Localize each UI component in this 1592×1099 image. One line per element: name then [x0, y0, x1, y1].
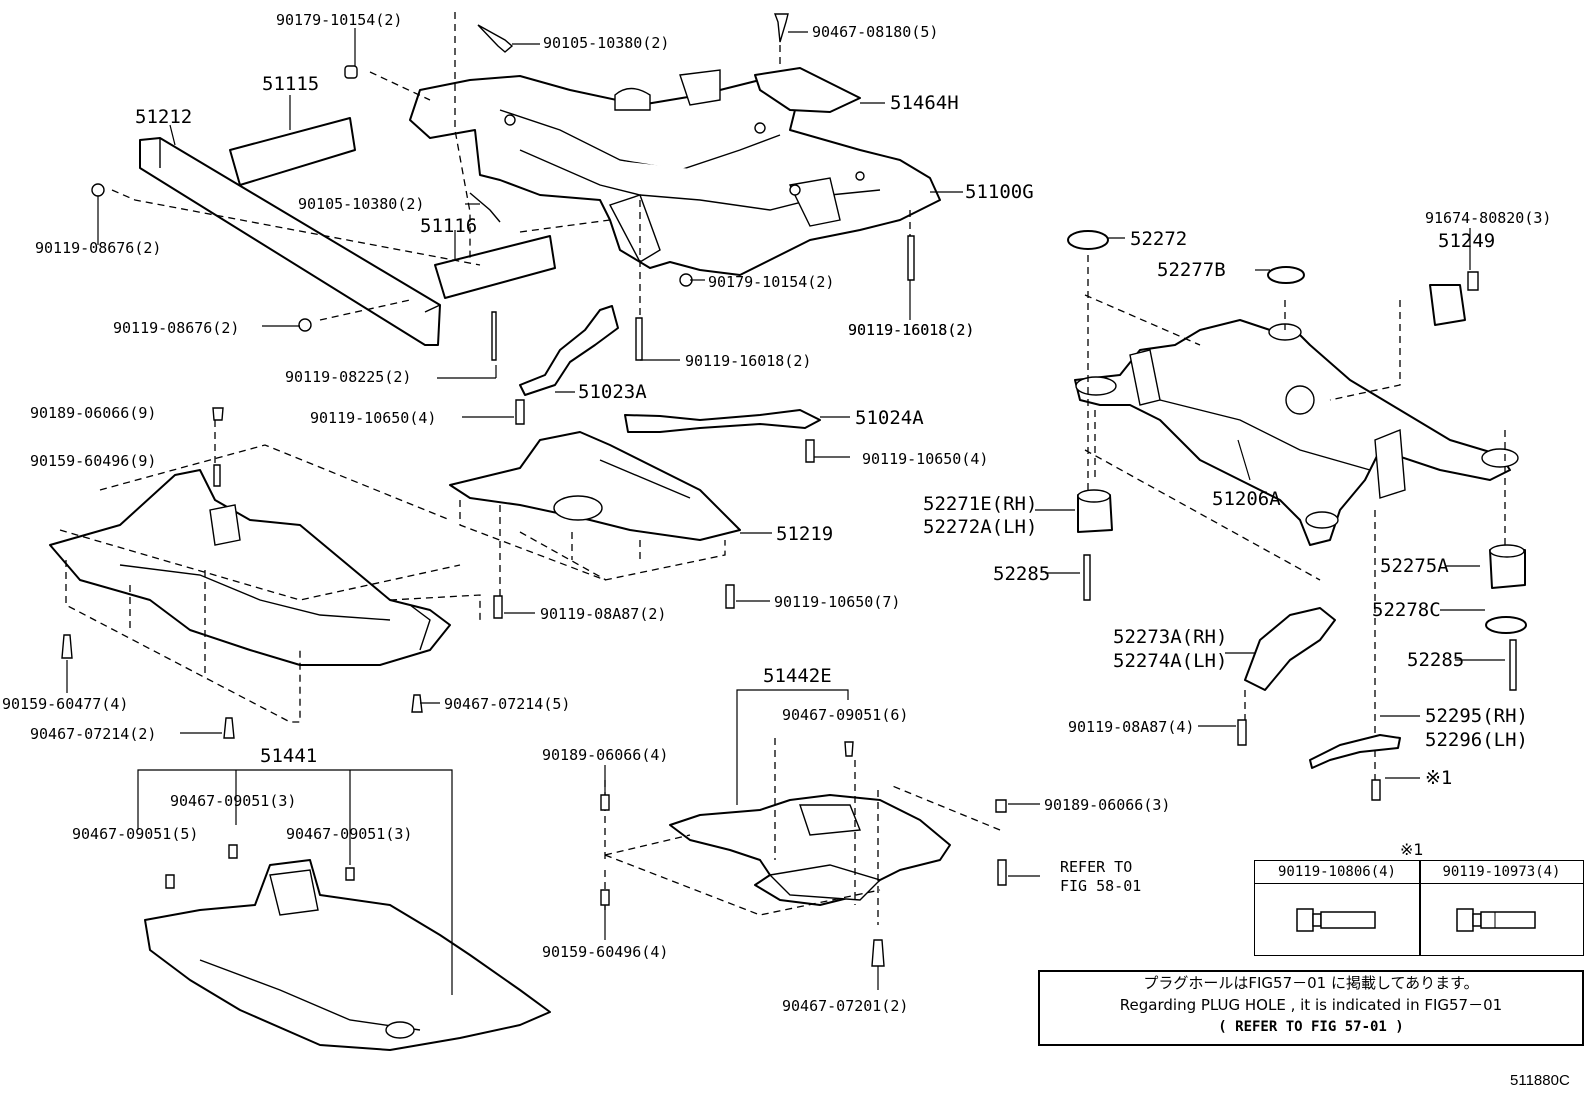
label-90179-10154-b: 90179-10154(2): [708, 273, 834, 291]
label-90159-60496-b: 90159-60496(4): [542, 943, 668, 961]
label-52278c: 52278C: [1372, 599, 1441, 621]
label-90467-09051-a: 90467-09051(3): [170, 792, 296, 810]
part-labels: 90179-10154(2) 90105-10380(2) 90467-0818…: [2, 11, 1551, 1015]
ref-table-divider: [1419, 861, 1421, 955]
arm-52273a: [1244, 607, 1336, 691]
middle-guides: [604, 738, 1001, 925]
brace-51219: [449, 431, 741, 541]
label-51116: 51116: [420, 215, 477, 237]
label-52295: 52295(RH): [1425, 705, 1528, 727]
label-fig-58-01: FIG 58-01: [1060, 877, 1141, 895]
label-52272a: 52272A(LH): [923, 516, 1037, 538]
leader-lines: [66, 28, 1505, 990]
label-x1: ※1: [1425, 767, 1452, 789]
label-91674-80820: 91674-80820(3): [1425, 209, 1551, 227]
label-90467-09051-b: 90467-09051(5): [72, 825, 198, 843]
bracket-51442e: [736, 689, 849, 805]
strap-51023a: [519, 305, 619, 396]
label-refer-to: REFER TO: [1060, 858, 1132, 876]
front-crossmember-51100g: [409, 69, 941, 276]
label-52285-b: 52285: [1407, 649, 1464, 671]
label-51100g: 51100G: [965, 181, 1034, 203]
bolt-10806-icon: [1296, 908, 1376, 932]
label-51115: 51115: [262, 73, 319, 95]
label-90467-09051-c: 90467-09051(3): [286, 825, 412, 843]
label-52273a: 52273A(RH): [1113, 626, 1227, 648]
under-cover-guides: [59, 420, 481, 723]
label-90119-16018-c: 90119-16018(2): [848, 321, 974, 339]
label-90119-08a87-a: 90119-08A87(2): [540, 605, 666, 623]
front-guides: [111, 12, 911, 321]
rear-crossmember-51206a: [1074, 319, 1519, 546]
label-90189-06066-b: 90189-06066(4): [542, 746, 668, 764]
label-52272: 52272: [1130, 228, 1187, 250]
label-51212: 51212: [135, 106, 192, 128]
ref-table-col2: 90119-10973(4): [1420, 861, 1583, 884]
bolt-icons-front: [91, 13, 915, 361]
bar-51212: [139, 137, 441, 346]
label-90119-08676-a: 90119-08676(2): [35, 239, 161, 257]
label-90179-10154-a: 90179-10154(2): [276, 11, 402, 29]
brace-guides: [459, 500, 726, 600]
member-51116: [434, 235, 556, 299]
bolt-10973-icon: [1456, 908, 1536, 932]
label-90119-10650-a: 90119-10650(4): [310, 409, 436, 427]
bracket-51464h: [754, 67, 861, 113]
note-line-2: Regarding PLUG HOLE , it is indicated in…: [1119, 996, 1503, 1014]
label-51441: 51441: [260, 745, 317, 767]
label-52275a: 52275A: [1380, 555, 1449, 577]
label-90467-07201: 90467-07201(2): [782, 997, 908, 1015]
rear-guides: [1084, 255, 1506, 790]
label-51024a: 51024A: [855, 407, 924, 429]
member-51115: [229, 117, 356, 186]
fastener-icons-upper: [61, 399, 815, 739]
rear-small-parts: [1067, 230, 1527, 801]
label-90467-07214-a: 90467-07214(5): [444, 695, 570, 713]
under-cover-51441: [144, 859, 551, 1051]
label-90119-16018-a: 90119-16018(2): [848, 321, 974, 339]
bracket-51441: [137, 769, 453, 995]
label-90189-06066-c: 90189-06066(3): [1044, 796, 1170, 814]
label-52277b: 52277B: [1157, 259, 1226, 281]
label-90119-08225: 90119-08225(2): [285, 368, 411, 386]
under-cover-51442e: [669, 794, 951, 906]
label-52296: 52296(LH): [1425, 729, 1528, 751]
ref-table-col1: 90119-10806(4): [1255, 861, 1420, 884]
figure-code: 511880C: [1510, 1072, 1570, 1089]
label-52271e: 52271E(RH): [923, 493, 1037, 515]
label-90467-08180: 90467-08180(5): [812, 23, 938, 41]
label-51249: 51249: [1438, 230, 1495, 252]
label-51442e: 51442E: [763, 665, 832, 687]
strap-52295: [1309, 734, 1401, 769]
label-51219: 51219: [776, 523, 833, 545]
label-90119-08676-b: 90119-08676(2): [113, 319, 239, 337]
label-51023a: 51023A: [578, 381, 647, 403]
strap-51024a: [624, 409, 821, 433]
bolt-reference-table: 90119-10806(4) 90119-10973(4): [1254, 860, 1584, 956]
label-90119-10650-b: 90119-10650(4): [862, 450, 988, 468]
note-line-1: プラグホールはFIG57－01 に掲載してあります。: [1143, 974, 1479, 992]
label-52274a: 52274A(LH): [1113, 650, 1227, 672]
under-cover-upper: [49, 469, 451, 666]
plug-hole-note: プラグホールはFIG57－01 に掲載してあります。 Regarding PLU…: [1038, 970, 1584, 1046]
label-90119-08a87-b: 90119-08A87(4): [1068, 718, 1194, 736]
label-90159-60496-a: 90159-60496(9): [30, 452, 156, 470]
label-90467-07214-b: 90467-07214(2): [30, 725, 156, 743]
label-51464h: 51464H: [890, 92, 959, 114]
label-90159-60477: 90159-60477(4): [2, 695, 128, 713]
label-90105-10380-b: 90105-10380(2): [298, 195, 424, 213]
label-90119-10650-c: 90119-10650(7): [774, 593, 900, 611]
label-90119-16018-b: 90119-16018(2): [685, 352, 811, 370]
note-line-3: ( REFER TO FIG 57-01 ): [1218, 1019, 1404, 1035]
label-51206a: 51206A: [1212, 488, 1281, 510]
fastener-icons-middle: [165, 741, 1007, 967]
label-90189-06066-a: 90189-06066(9): [30, 404, 156, 422]
label-90105-10380-a: 90105-10380(2): [543, 34, 669, 52]
label-52285-a: 52285: [993, 563, 1050, 585]
label-90467-09051-d: 90467-09051(6): [782, 706, 908, 724]
ref-table-title: ※1: [1400, 840, 1424, 859]
